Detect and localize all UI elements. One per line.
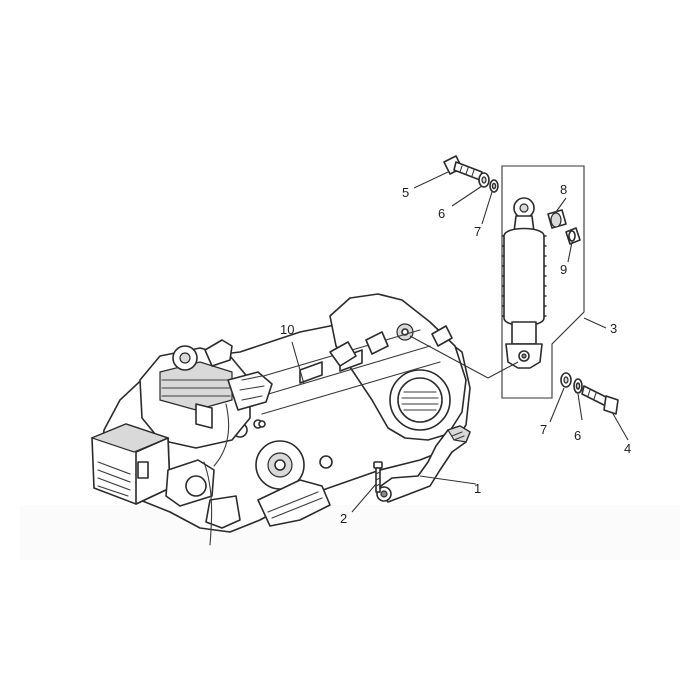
callout-3: 3 bbox=[610, 321, 617, 336]
engine-assembly bbox=[90, 293, 471, 546]
callout-4: 4 bbox=[624, 441, 631, 456]
callout-5: 5 bbox=[402, 185, 409, 200]
callout-labels: 1 2 3 4 5 6 6 7 7 8 9 10 bbox=[280, 182, 631, 526]
mount-line bbox=[409, 335, 519, 379]
upper-washers bbox=[478, 172, 499, 193]
callout-7-lower: 7 bbox=[540, 422, 547, 437]
callout-6-upper: 6 bbox=[438, 206, 445, 221]
lower-bolt-and-washers bbox=[560, 372, 619, 415]
shock-absorber bbox=[501, 165, 585, 399]
upper-bushings bbox=[547, 209, 581, 245]
leader-lines bbox=[291, 171, 629, 513]
callout-10: 10 bbox=[280, 322, 294, 337]
callout-7-upper: 7 bbox=[474, 224, 481, 239]
watermark-band bbox=[20, 505, 680, 560]
kickstart-lever bbox=[376, 425, 471, 503]
callout-8: 8 bbox=[560, 182, 567, 197]
upper-bolt bbox=[443, 155, 483, 181]
callout-2: 2 bbox=[340, 511, 347, 526]
callout-9: 9 bbox=[560, 262, 567, 277]
screw-part-2 bbox=[373, 461, 383, 493]
callout-1: 1 bbox=[474, 481, 481, 496]
callout-6-lower: 6 bbox=[574, 428, 581, 443]
